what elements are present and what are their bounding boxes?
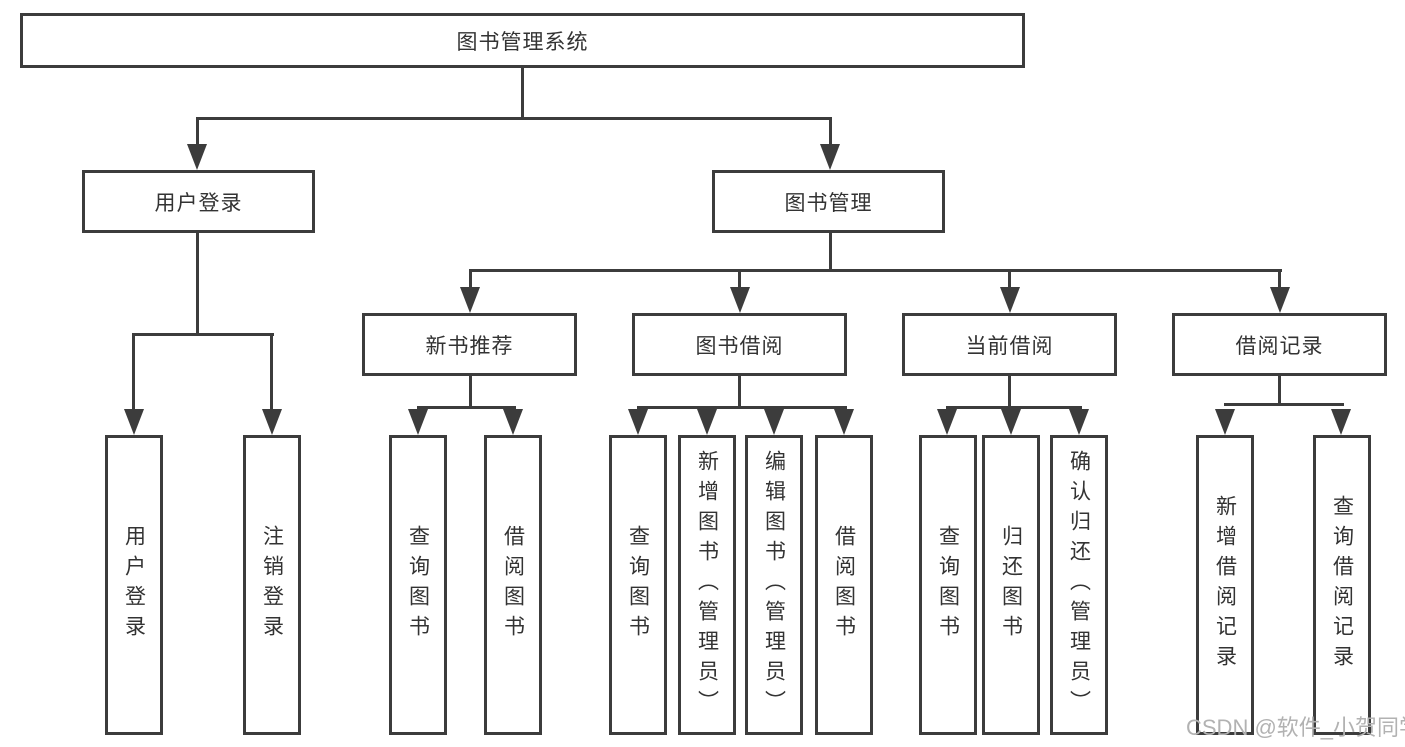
csdn-watermark: CSDN @软件_小贺同学	[1186, 715, 1405, 740]
connector-stem	[270, 333, 273, 410]
node-current-borrowing-label: 当前借阅	[965, 334, 1054, 358]
leaf-query-borrow-record-label: 查询借阅记录	[1330, 495, 1354, 675]
node-borrowing-records: 借阅记录	[1172, 313, 1387, 376]
connector-stem	[829, 117, 832, 146]
leaf-confirm-return-admin: 确认归还（管理员）	[1050, 435, 1108, 735]
node-user-login-label: 用户登录	[154, 191, 243, 215]
node-book-borrowing-label: 图书借阅	[695, 334, 784, 358]
leaf-add-book-admin-label: 新增图书（管理员）	[695, 450, 719, 720]
connector-new-book-rail	[417, 406, 516, 409]
connector-book-borrowing-rail	[637, 406, 847, 409]
arrow-down-icon	[937, 409, 957, 435]
node-book-borrowing: 图书借阅	[632, 313, 847, 376]
leaf-user-login-label: 用户登录	[122, 525, 146, 645]
arrow-down-icon	[1069, 409, 1089, 435]
connector-current-borrowing-rail	[946, 406, 1082, 409]
leaf-borrow-book-borrowing: 借阅图书	[815, 435, 873, 735]
connector-stem	[469, 269, 472, 289]
arrow-down-icon	[628, 409, 648, 435]
leaf-confirm-return-admin-label: 确认归还（管理员）	[1067, 450, 1091, 720]
leaf-query-book-borrowing: 查询图书	[609, 435, 667, 735]
leaf-query-book-current: 查询图书	[919, 435, 977, 735]
connector-book-management-stem	[829, 231, 832, 272]
connector-stem	[1008, 269, 1011, 289]
node-new-book-recommend-label: 新书推荐	[425, 334, 514, 358]
leaf-return-book-label: 归还图书	[999, 525, 1023, 645]
arrow-down-icon	[834, 409, 854, 435]
connector-level1-rail	[197, 117, 832, 120]
leaf-add-borrow-record: 新增借阅记录	[1196, 435, 1254, 735]
arrow-down-icon	[1270, 287, 1290, 313]
connector-borrowing-records-rail	[1224, 403, 1344, 406]
connector-book-borrowing-stem	[738, 374, 741, 409]
arrow-down-icon	[1001, 409, 1021, 435]
arrow-down-icon	[1215, 409, 1235, 435]
node-root: 图书管理系统	[20, 13, 1025, 68]
arrow-down-icon	[820, 144, 840, 170]
connector-level2-rail	[469, 269, 1282, 272]
leaf-borrow-book-borrowing-label: 借阅图书	[832, 525, 856, 645]
arrow-down-icon	[503, 409, 523, 435]
leaf-logout: 注销登录	[243, 435, 301, 735]
leaf-query-book-borrowing-label: 查询图书	[626, 525, 650, 645]
node-borrowing-records-label: 借阅记录	[1235, 334, 1324, 358]
leaf-edit-book-admin-label: 编辑图书（管理员）	[762, 450, 786, 720]
leaf-add-borrow-record-label: 新增借阅记录	[1213, 495, 1237, 675]
connector-stem	[738, 269, 741, 289]
node-root-label: 图书管理系统	[456, 30, 589, 54]
node-user-login: 用户登录	[82, 170, 315, 233]
node-book-management-label: 图书管理	[784, 191, 873, 215]
arrow-down-icon	[730, 287, 750, 313]
arrow-down-icon	[460, 287, 480, 313]
arrow-down-icon	[1000, 287, 1020, 313]
leaf-return-book: 归还图书	[982, 435, 1040, 735]
node-current-borrowing: 当前借阅	[902, 313, 1117, 376]
leaf-query-book-recommend: 查询图书	[389, 435, 447, 735]
leaf-borrow-book-recommend-label: 借阅图书	[501, 525, 525, 645]
leaf-edit-book-admin: 编辑图书（管理员）	[745, 435, 803, 735]
connector-new-book-stem	[469, 374, 472, 409]
arrow-down-icon	[124, 409, 144, 435]
leaf-query-borrow-record: 查询借阅记录	[1313, 435, 1371, 735]
leaf-borrow-book-recommend: 借阅图书	[484, 435, 542, 735]
arrow-down-icon	[187, 144, 207, 170]
connector-stem	[196, 117, 199, 146]
arrow-down-icon	[262, 409, 282, 435]
node-new-book-recommend: 新书推荐	[362, 313, 577, 376]
leaf-add-book-admin: 新增图书（管理员）	[678, 435, 736, 735]
connector-borrowing-records-stem	[1278, 374, 1281, 406]
connector-stem	[1278, 269, 1281, 289]
leaf-logout-label: 注销登录	[260, 525, 284, 645]
connector-stem	[132, 333, 135, 410]
connector-user-login-stem	[196, 231, 199, 335]
arrow-down-icon	[764, 409, 784, 435]
node-book-management: 图书管理	[712, 170, 945, 233]
connector-root-stem	[521, 66, 524, 119]
leaf-query-book-recommend-label: 查询图书	[406, 525, 430, 645]
connector-current-borrowing-stem	[1008, 374, 1011, 409]
arrow-down-icon	[408, 409, 428, 435]
arrow-down-icon	[697, 409, 717, 435]
connector-user-login-rail	[132, 333, 274, 336]
leaf-query-book-current-label: 查询图书	[936, 525, 960, 645]
arrow-down-icon	[1331, 409, 1351, 435]
leaf-user-login: 用户登录	[105, 435, 163, 735]
